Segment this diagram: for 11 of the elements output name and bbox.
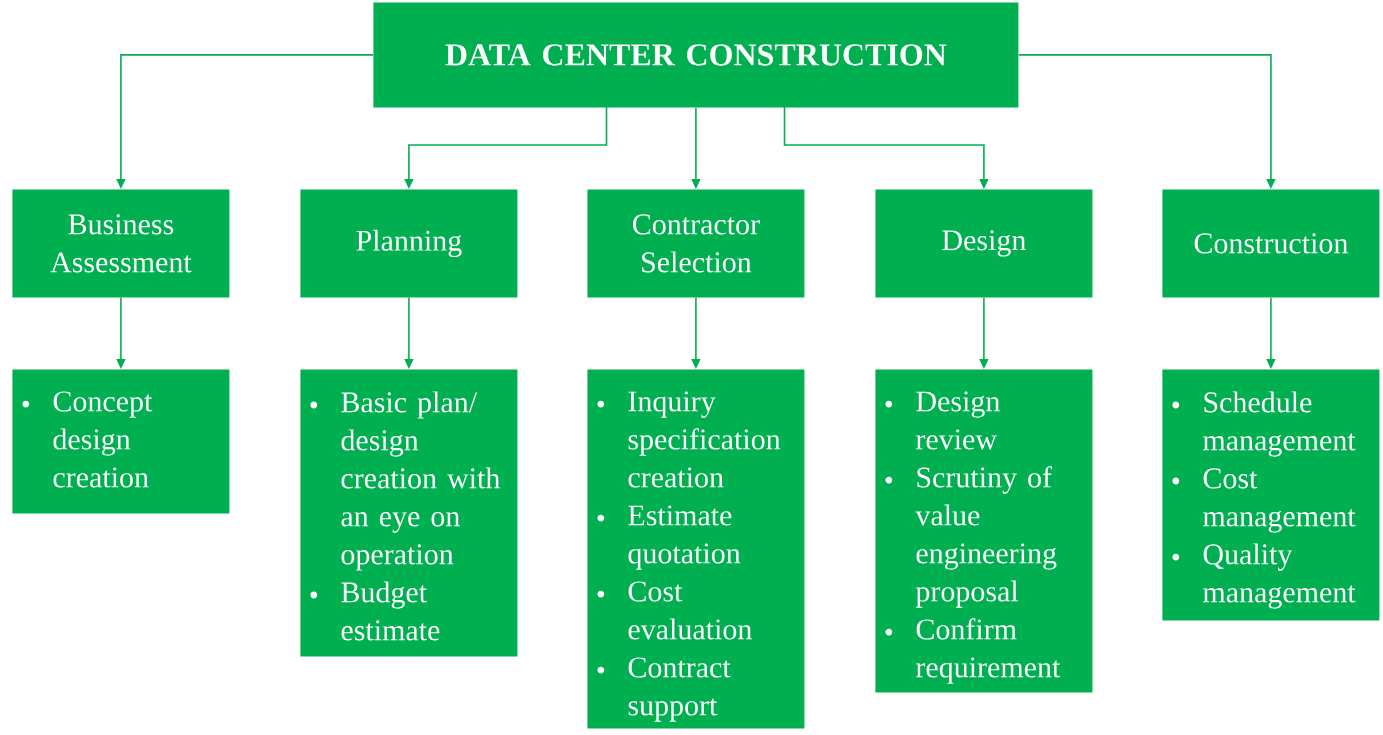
title-box: DATA CENTER CONSTRUCTION bbox=[373, 2, 1019, 108]
phase-box: Contractor Selection bbox=[587, 189, 805, 298]
task-list-box: Schedule management Cost management Quality management bbox=[1162, 369, 1380, 621]
task-list-box: Inquiry specification creation Estimate quotation Cost evaluation Contract support bbox=[587, 369, 805, 729]
task-list-box: Basic plan/ design creation with an eye on operation Budget estimate bbox=[300, 369, 518, 657]
phase-box: Design bbox=[875, 189, 1093, 298]
task-list-box: Design review Scrutiny of value engineering proposal Confirm requirement bbox=[875, 369, 1093, 693]
phase-box: Planning bbox=[300, 189, 518, 298]
phase-box: Construction bbox=[1162, 189, 1380, 298]
phase-box: Business Assessment bbox=[12, 189, 230, 298]
task-list-box: Concept design creation bbox=[12, 369, 230, 514]
